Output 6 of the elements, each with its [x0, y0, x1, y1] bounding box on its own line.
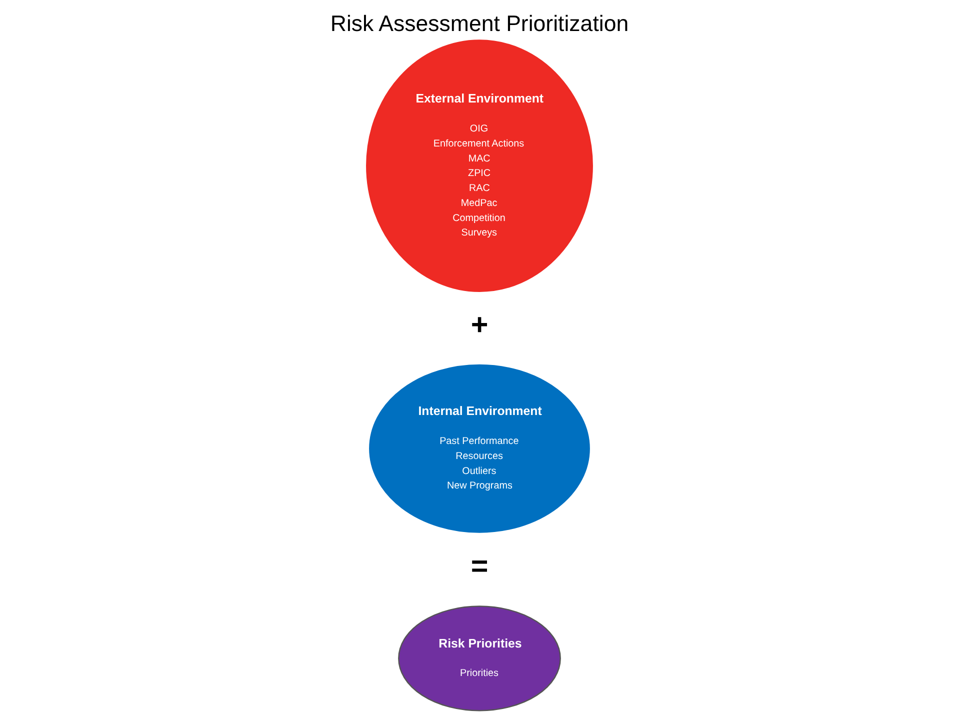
- label: =: [470, 550, 488, 584]
- label: +: [470, 308, 488, 342]
- node-ellipse: Risk Priorities Priorities: [398, 606, 560, 712]
- diagram-title: Risk Assessment Prioritization: [330, 10, 628, 36]
- node-ellipse: External Environment OIG Enforcement Actions MAC ZPIC RAC MedPac Competition Surveys: [366, 40, 592, 292]
- node-ellipse: Internal Environment Past Performance Resources Outliers New Programs: [368, 364, 590, 533]
